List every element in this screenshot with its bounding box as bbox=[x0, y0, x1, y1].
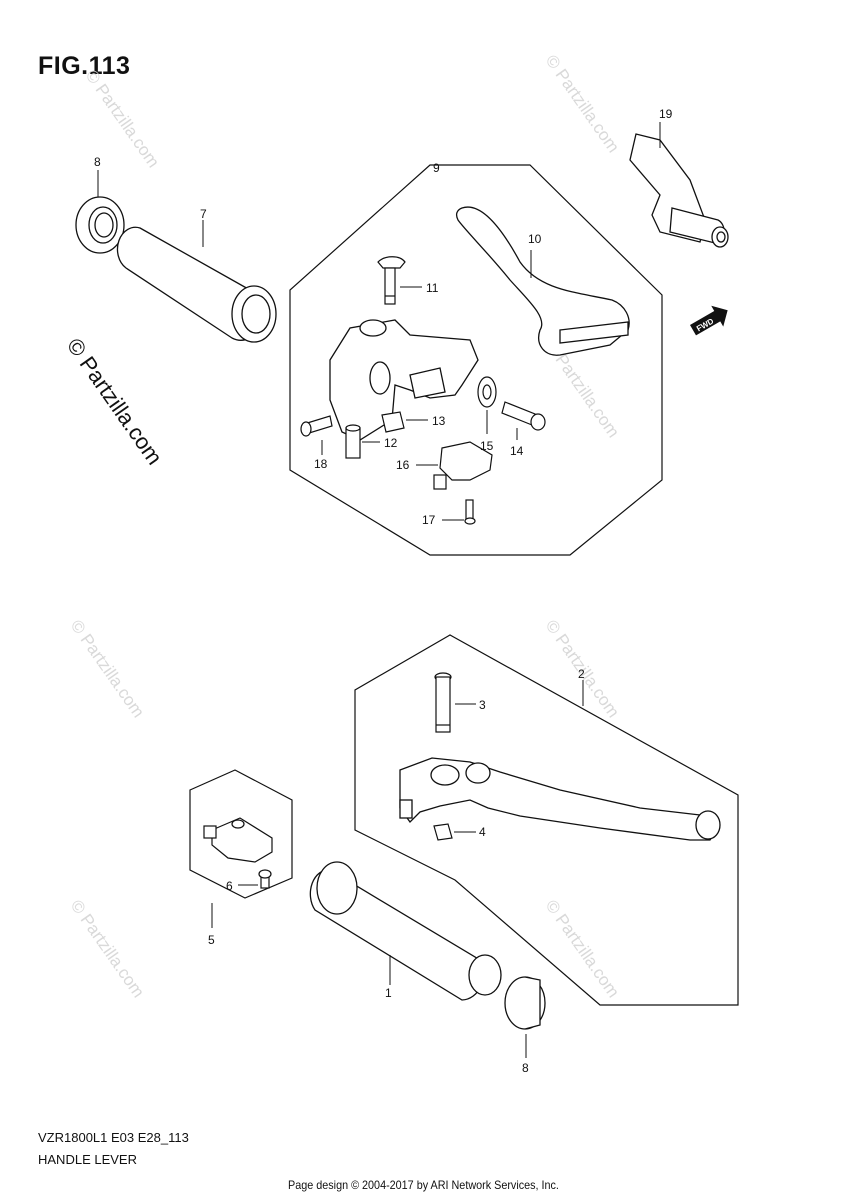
watermark-group: © Partzilla.com © Partzilla.com © Partzi… bbox=[62, 51, 623, 1001]
callout-19: 19 bbox=[659, 107, 673, 121]
callout-3: 3 bbox=[479, 698, 486, 712]
part-5-clutch-switch[interactable] bbox=[203, 817, 273, 863]
part-11-pivot-bolt[interactable] bbox=[377, 256, 406, 305]
callout-1: 1 bbox=[385, 986, 392, 1000]
model-code: VZR1800L1 E03 E28_113 bbox=[38, 1130, 189, 1145]
page-footer: Page design © 2004-2017 by ARI Network S… bbox=[288, 1178, 559, 1192]
part-10-brake-lever[interactable] bbox=[455, 206, 630, 356]
callout-12: 12 bbox=[384, 436, 398, 450]
callout-14: 14 bbox=[510, 444, 524, 458]
callout-5: 5 bbox=[208, 933, 215, 947]
part-8-end-cap[interactable] bbox=[504, 976, 546, 1030]
callout-labels: 1 2 3 4 5 6 7 8 8 9 10 11 12 13 14 15 16… bbox=[94, 107, 673, 1075]
callout-9: 9 bbox=[433, 161, 440, 175]
part-15-adjuster-wheel[interactable] bbox=[477, 376, 497, 408]
figure-title: FIG.113 bbox=[38, 52, 131, 80]
part-8-ring-top[interactable] bbox=[75, 196, 125, 254]
part-1-throttle-grip[interactable] bbox=[309, 861, 502, 1001]
watermark: © Partzilla.com bbox=[67, 896, 148, 1001]
callout-10: 10 bbox=[528, 232, 542, 246]
part-6-screw[interactable] bbox=[258, 869, 272, 889]
callout-16: 16 bbox=[396, 458, 410, 472]
watermark: © Partzilla.com bbox=[67, 616, 148, 721]
callout-4: 4 bbox=[479, 825, 486, 839]
watermark: © Partzilla.com bbox=[542, 51, 623, 156]
callout-15: 15 bbox=[480, 439, 494, 453]
part-17-screw[interactable] bbox=[464, 499, 476, 525]
part-4-nut[interactable] bbox=[433, 823, 453, 841]
part-14-adjuster-bolt[interactable] bbox=[501, 401, 546, 431]
callout-17: 17 bbox=[422, 513, 436, 527]
callout-7: 7 bbox=[200, 207, 207, 221]
part-18-screw[interactable] bbox=[300, 415, 333, 437]
callout-8-bottom: 8 bbox=[522, 1061, 529, 1075]
watermark-prominent: © Partzilla.com bbox=[62, 334, 168, 470]
part-9-housing[interactable] bbox=[329, 319, 479, 441]
callout-13: 13 bbox=[432, 414, 446, 428]
callout-2: 2 bbox=[578, 667, 585, 681]
part-3-pivot-bolt[interactable] bbox=[434, 672, 452, 733]
callout-8-top: 8 bbox=[94, 155, 101, 169]
assembly-box-2 bbox=[354, 634, 739, 1006]
callout-11: 11 bbox=[426, 281, 439, 295]
assembly-box-5 bbox=[189, 769, 293, 899]
watermark: © Partzilla.com bbox=[542, 896, 623, 1001]
part-13-nut[interactable] bbox=[381, 411, 405, 433]
part-7-grip[interactable] bbox=[116, 226, 277, 343]
callout-18: 18 bbox=[314, 457, 328, 471]
part-19-lever-guard[interactable] bbox=[629, 133, 729, 248]
part-12-bushing[interactable] bbox=[345, 424, 361, 459]
assembly-box-9 bbox=[289, 164, 663, 556]
section-name: HANDLE LEVER bbox=[38, 1152, 137, 1167]
fwd-arrow: FWD bbox=[690, 305, 728, 336]
part-16-stop-switch[interactable] bbox=[433, 441, 493, 490]
part-2-clutch-lever[interactable] bbox=[399, 757, 721, 841]
callout-6: 6 bbox=[226, 879, 233, 893]
